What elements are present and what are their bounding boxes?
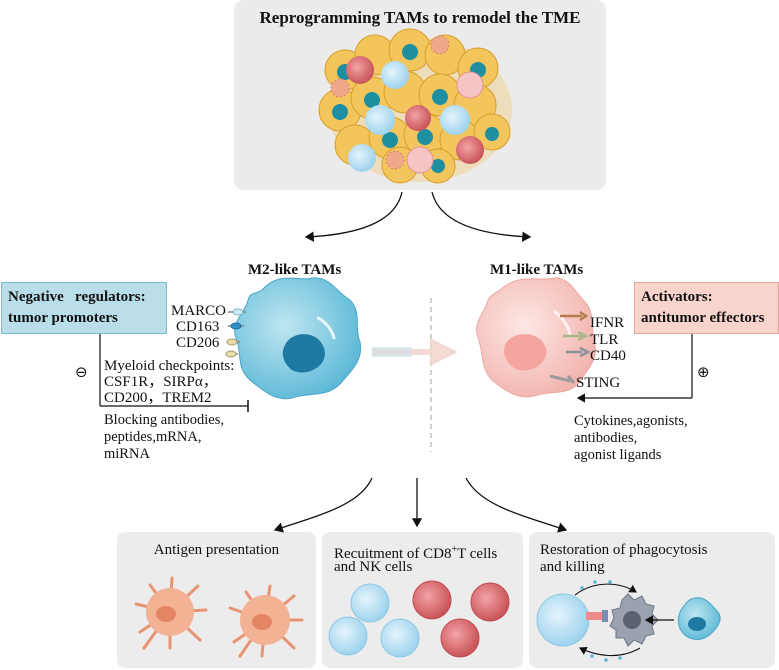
antigen-presentation-label: Antigen presentation — [153, 542, 280, 558]
receptor-label: CD206 — [176, 335, 220, 351]
receptor-label: MARCO — [171, 303, 227, 319]
activators-box: Activators: antitumor effectors — [634, 282, 779, 334]
plus-sign-icon: ⊕ — [697, 363, 710, 381]
m2-heading: M2-like TAMs — [248, 262, 342, 278]
receptor-label: TLR — [590, 332, 619, 348]
recruitment-label-line1: Recuitment of CD8+T cells — [334, 541, 497, 563]
phagocytosis-illustration — [536, 580, 721, 662]
m1-macrophage — [476, 277, 596, 398]
checkpoints-line2: CD200，TREM2 — [104, 390, 212, 406]
checkpoints-line1: CSF1R，SIRPα， — [104, 374, 218, 390]
activators-line1: Activators: — [641, 289, 713, 305]
negative-regulators-line2: tumor promoters — [8, 310, 118, 326]
receptor-label: CD163 — [176, 319, 220, 335]
recruitment-label-line2: and NK cells — [334, 559, 413, 575]
m1-receptors — [549, 310, 591, 384]
superscript-plus: + — [451, 544, 458, 555]
negative-regulators-line1: Negative regulators: — [8, 289, 146, 305]
minus-sign-icon: ⊖ — [75, 363, 88, 381]
diagram-title: Reprogramming TAMs to remodel the TME — [259, 8, 581, 27]
receptor-label: IFNR — [590, 315, 625, 331]
dendritic-cell — [228, 584, 304, 658]
checkpoints-label: Myeloid checkpoints: — [104, 358, 235, 374]
dendritic-cell — [134, 576, 208, 650]
receptor-label: CD40 — [590, 348, 626, 364]
agonists-line3: agonist ligands — [574, 447, 662, 463]
activators-line2: antitumor effectors — [641, 310, 765, 326]
recruitment-text: Recuitment of CD8 — [334, 546, 452, 562]
restoration-label-line2: and killing — [540, 559, 605, 575]
blocking-line1: Blocking antibodies, — [104, 412, 225, 428]
blocking-line2: peptides,mRNA, — [104, 429, 202, 445]
tumor-cell-cluster — [318, 28, 512, 184]
agonists-line2: antibodies, — [574, 430, 638, 446]
m2-macrophage — [234, 277, 362, 400]
t-cells-and-nk-cells — [328, 580, 510, 658]
restoration-label-line1: Restoration of phagocytosis — [540, 542, 708, 558]
negative-regulators-box: Negative regulators: tumor promoters — [1, 282, 167, 334]
m1-heading: M1-like TAMs — [490, 262, 584, 278]
receptor-label: STING — [576, 375, 621, 391]
recruitment-text-tail: T cells — [457, 546, 498, 562]
m2-receptors — [225, 308, 246, 358]
agonists-line1: Cytokines,agonists, — [574, 413, 688, 429]
blocking-line3: miRNA — [104, 446, 150, 462]
